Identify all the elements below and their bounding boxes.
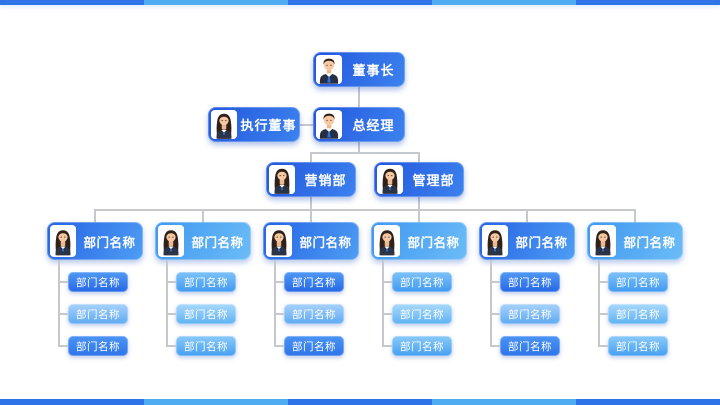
- dept-label: 部门名称: [515, 234, 568, 250]
- sub-dept-list: 部门名称 部门名称 部门名称: [479, 260, 575, 356]
- avatar: [269, 165, 295, 194]
- connector-line: [310, 152, 312, 162]
- bar-segment: [288, 399, 432, 405]
- bottom-border-bar: [0, 399, 720, 405]
- sub-dept-box: 部门名称: [274, 304, 344, 324]
- top-border-bar: [0, 0, 720, 5]
- sub-dept-box: 部门名称: [58, 336, 128, 356]
- org-node-label: 董事长: [352, 64, 395, 79]
- avatar: [374, 225, 400, 257]
- bar-segment: [576, 0, 720, 5]
- sub-dept-box: 部门名称: [490, 272, 560, 292]
- sub-dept-box: 部门名称: [598, 304, 668, 324]
- dept-label: 部门名称: [299, 234, 352, 250]
- org-node-label: 管理部: [412, 174, 455, 189]
- connector-line: [310, 152, 419, 154]
- sub-dept-box: 部门名称: [490, 336, 560, 356]
- bar-segment: [288, 0, 432, 5]
- bar-segment: [144, 399, 288, 405]
- dept-label: 部门名称: [407, 234, 460, 250]
- avatar: [590, 225, 616, 257]
- sub-dept-box: 部门名称: [166, 304, 236, 324]
- sub-dept-box: 部门名称: [490, 304, 560, 324]
- avatar: [50, 225, 76, 257]
- sub-dept-list: 部门名称 部门名称 部门名称: [47, 260, 143, 356]
- bar-segment: [432, 399, 576, 405]
- org-node-general-manager: 总经理: [313, 107, 405, 142]
- org-node-label: 执行董事: [240, 119, 297, 134]
- dept-column: 部门名称 部门名称 部门名称 部门名称: [479, 209, 575, 368]
- bar-segment: [0, 0, 144, 5]
- dept-column: 部门名称 部门名称 部门名称 部门名称: [155, 209, 251, 368]
- sub-dept-list: 部门名称 部门名称 部门名称: [155, 260, 251, 356]
- connector-line: [358, 87, 360, 107]
- connector-line: [95, 209, 635, 211]
- org-node-chairman: 董事长: [313, 52, 405, 87]
- sub-dept-box: 部门名称: [382, 304, 452, 324]
- bar-segment: [0, 399, 144, 405]
- sub-dept-list: 部门名称 部门名称 部门名称: [263, 260, 359, 356]
- dept-label: 部门名称: [83, 234, 136, 250]
- dept-box: 部门名称: [47, 222, 143, 260]
- avatar: [158, 225, 184, 257]
- sub-dept-box: 部门名称: [598, 336, 668, 356]
- bar-segment: [432, 0, 576, 5]
- connector-line: [418, 197, 420, 209]
- sub-dept-box: 部门名称: [382, 336, 452, 356]
- sub-dept-box: 部门名称: [598, 272, 668, 292]
- avatar: [266, 225, 292, 257]
- avatar: [482, 225, 508, 257]
- avatar: [316, 55, 342, 84]
- org-node-management-dept: 管理部: [374, 162, 464, 197]
- sub-dept-box: 部门名称: [274, 272, 344, 292]
- dept-label: 部门名称: [191, 234, 244, 250]
- connector-line: [418, 152, 420, 162]
- dept-box: 部门名称: [587, 222, 683, 260]
- dept-box: 部门名称: [371, 222, 467, 260]
- sub-dept-box: 部门名称: [166, 336, 236, 356]
- dept-column: 部门名称 部门名称 部门名称 部门名称: [263, 209, 359, 368]
- bar-segment: [144, 0, 288, 5]
- dept-box: 部门名称: [263, 222, 359, 260]
- org-node-marketing-dept: 营销部: [266, 162, 356, 197]
- sub-dept-box: 部门名称: [58, 304, 128, 324]
- org-node-label: 营销部: [304, 174, 347, 189]
- dept-column: 部门名称 部门名称 部门名称 部门名称: [371, 209, 467, 368]
- bar-segment: [576, 399, 720, 405]
- sub-dept-list: 部门名称 部门名称 部门名称: [371, 260, 467, 356]
- avatar: [377, 165, 403, 194]
- sub-dept-box: 部门名称: [58, 272, 128, 292]
- dept-box: 部门名称: [155, 222, 251, 260]
- dept-column: 部门名称 部门名称 部门名称 部门名称: [47, 209, 143, 368]
- avatar: [316, 110, 342, 139]
- connector-line: [358, 142, 360, 152]
- sub-dept-list: 部门名称 部门名称 部门名称: [587, 260, 683, 356]
- connector-line: [300, 124, 313, 126]
- dept-column: 部门名称 部门名称 部门名称 部门名称: [587, 209, 683, 368]
- sub-dept-box: 部门名称: [382, 272, 452, 292]
- connector-line: [310, 197, 312, 209]
- dept-box: 部门名称: [479, 222, 575, 260]
- sub-dept-box: 部门名称: [166, 272, 236, 292]
- avatar: [211, 110, 237, 139]
- dept-label: 部门名称: [623, 234, 676, 250]
- sub-dept-box: 部门名称: [274, 336, 344, 356]
- org-node-executive-director: 执行董事: [208, 107, 300, 142]
- org-node-label: 总经理: [352, 119, 395, 134]
